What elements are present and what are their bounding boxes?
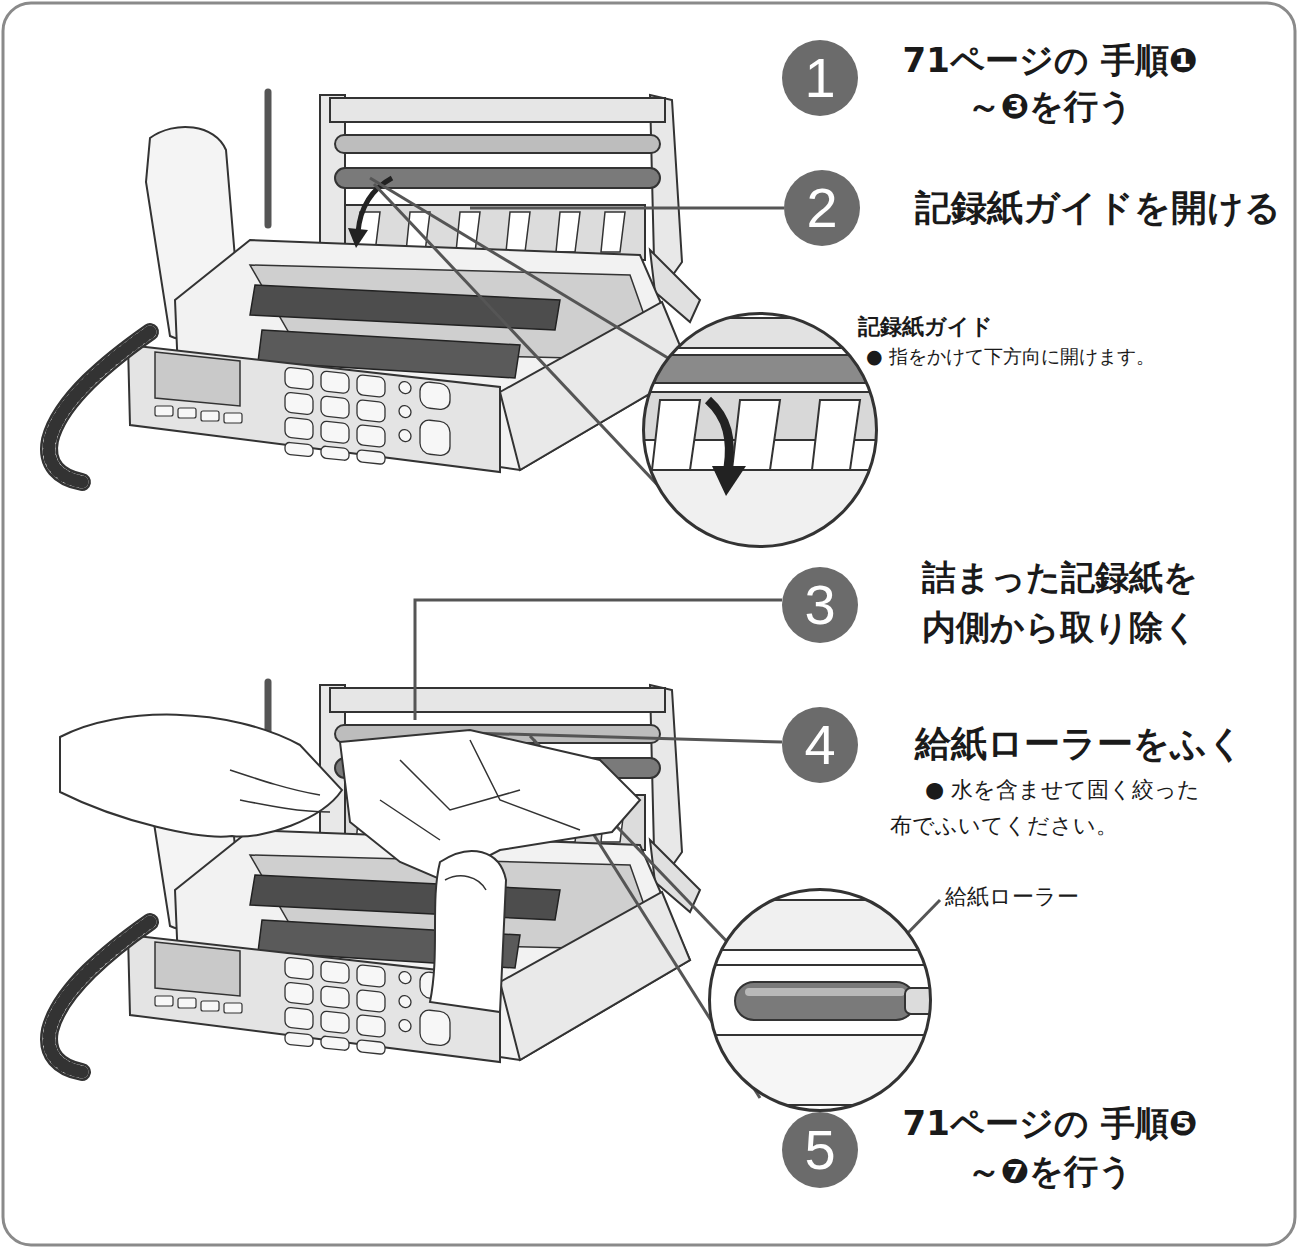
part-label: 給紙ローラー (945, 882, 1145, 912)
step-circle: 4給紙ローラーをふく● 水を含ませて固く絞った 布でふいてください。 (782, 707, 858, 783)
step-circle-shape (782, 707, 858, 783)
hands-and-paper (380, 740, 580, 840)
part-label: 記録紙ガイド (858, 312, 1078, 342)
zoom-inset: 給紙ローラー (708, 888, 932, 1112)
step-number: 5 (782, 1112, 858, 1188)
roller-inset-view (745, 988, 905, 996)
fax-top (49, 92, 700, 482)
inset-circle-outline (644, 314, 877, 547)
inset-circle-outline (710, 890, 931, 1111)
guide-inset-view (712, 466, 746, 496)
guide-inset-view (630, 470, 890, 550)
step-circle: 571ページの 手順❺～❼を行う (782, 1112, 858, 1188)
step-instruction: 記録紙ガイドを開ける (915, 186, 1298, 230)
step-circle: 171ページの 手順❶～❸を行う (782, 40, 858, 116)
roller-inset-view (735, 982, 915, 1020)
guide-inset-view (708, 400, 729, 468)
inset-circle-outline (642, 312, 878, 548)
hands-and-paper (230, 770, 330, 812)
step-instruction: 71ページの 手順❺～❼を行う (890, 1099, 1210, 1195)
guide-inset-view (630, 318, 890, 550)
step-number: 1 (782, 40, 858, 116)
guide-inset-view (812, 400, 860, 470)
fax-top (49, 92, 700, 482)
guide-inset-view (630, 313, 890, 550)
open-arrow (348, 228, 368, 248)
step-number: 2 (784, 170, 860, 246)
zoom-inset: 記録紙ガイド● 指をかけて下方向に開けます。 (642, 312, 878, 548)
leader-line (374, 184, 700, 530)
note-text: ● 指をかけて下方向に開けます。 (866, 342, 1296, 370)
step-circle: 2記録紙ガイドを開ける (784, 170, 860, 246)
leader-line (415, 600, 782, 720)
step-instruction: 給紙ローラーをふく (915, 722, 1295, 766)
inset-circle-outline (708, 888, 932, 1112)
roller-inset-view (905, 988, 945, 1014)
roller-inset-view (700, 889, 945, 1111)
guide-inset-view (652, 400, 700, 470)
step-number: 3 (782, 567, 858, 643)
step-number: 4 (782, 707, 858, 783)
note-text: ● 水を含ませて固く絞った 布でふいてください。 (890, 772, 1225, 844)
step-circle-shape (782, 40, 858, 116)
step-circle-shape (782, 1112, 858, 1188)
hands-and-paper (445, 876, 486, 890)
step-circle: 3詰まった記録紙を 内側から取り除く (782, 567, 858, 643)
step-circle-shape (782, 567, 858, 643)
leader-line (470, 207, 784, 210)
fax-bottom (49, 682, 700, 1072)
hands-and-paper (430, 851, 506, 1012)
step-instruction: 詰まった記録紙を 内側から取り除く (890, 552, 1230, 652)
step-circle-shape (784, 170, 860, 246)
roller-inset-view (700, 964, 940, 966)
roller-inset-view (700, 900, 940, 950)
fax-bottom (49, 682, 700, 1072)
hands-and-paper (60, 715, 342, 837)
guide-inset-view (630, 318, 890, 348)
step-instruction: 71ページの 手順❶～❸を行う (890, 37, 1210, 129)
hands-and-paper (60, 715, 640, 1012)
leader-line (370, 178, 668, 358)
guide-inset-view (732, 400, 780, 470)
